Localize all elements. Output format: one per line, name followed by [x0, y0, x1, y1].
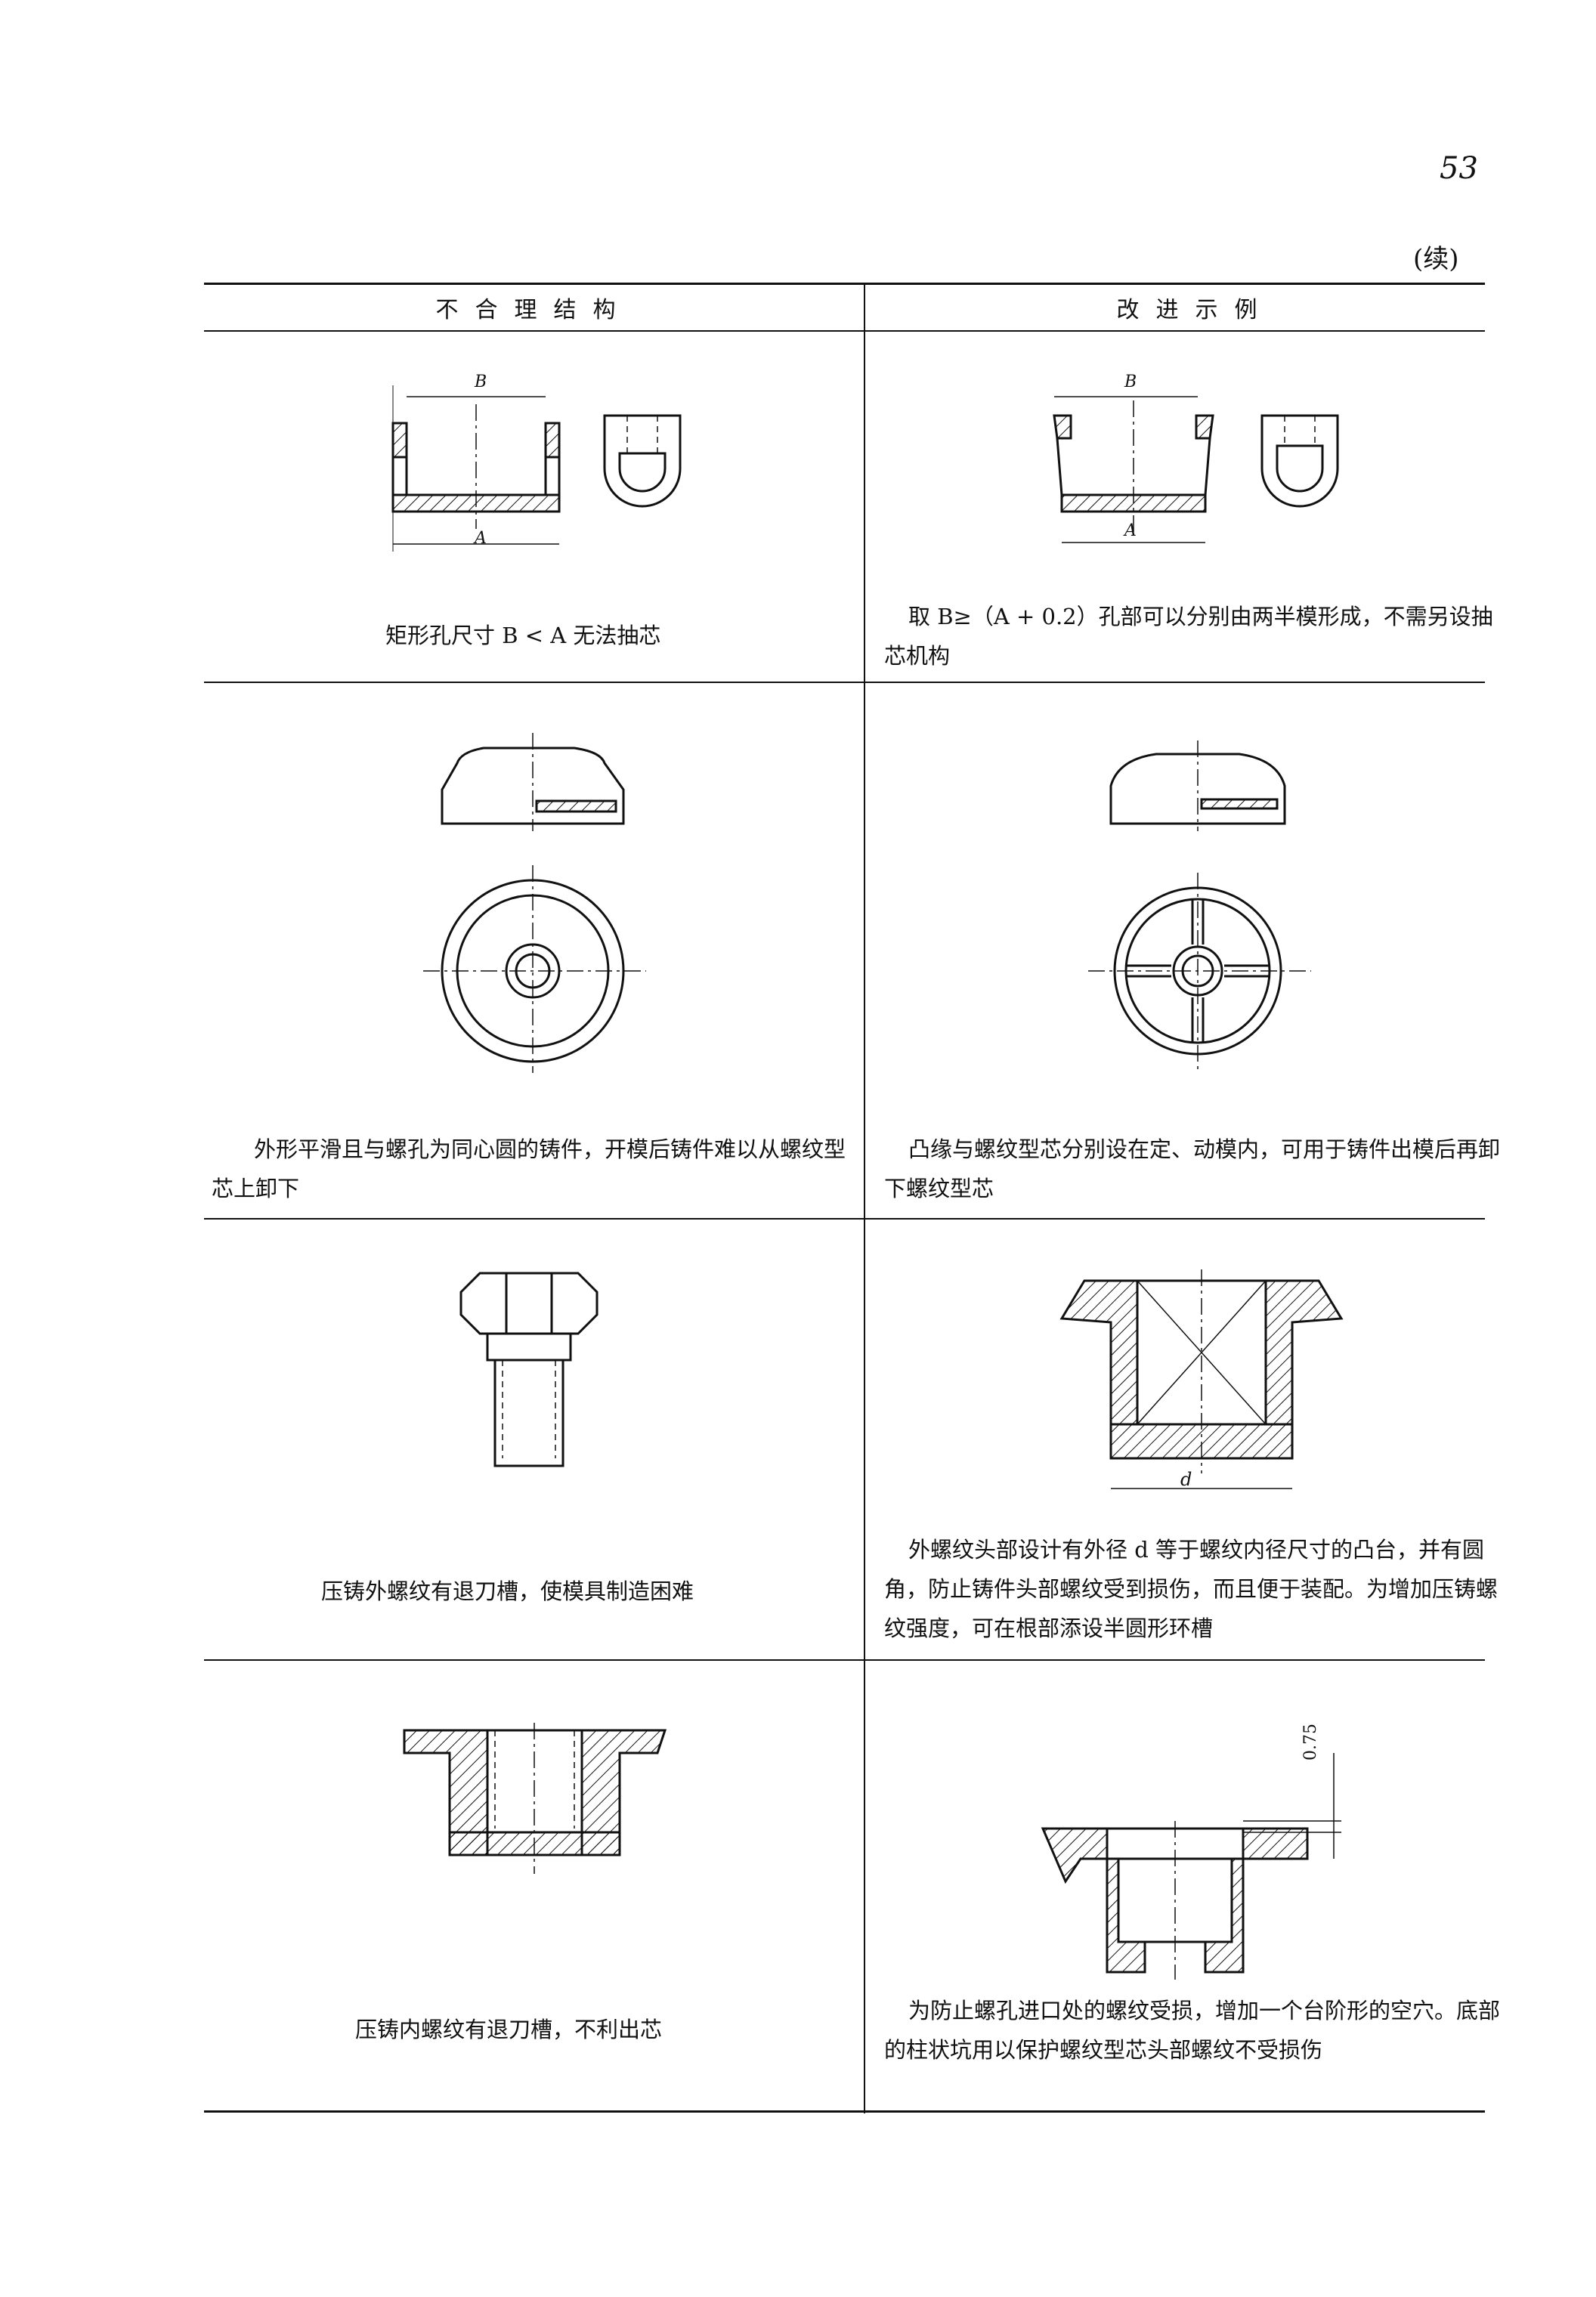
internal-thread-bad-drawing — [403, 1723, 667, 1874]
header-bad-structure: 不合理结构 — [435, 297, 633, 323]
caption-row2-improved: 凸缘与螺纹型芯分别设在定、动模内，可用于铸件出模后再卸下螺纹型芯 — [884, 1136, 1501, 1201]
dim-label-a: A — [1124, 521, 1137, 540]
continued-label: (续) — [1413, 244, 1459, 274]
caption-row1-improved: 取 B≥（A + 0.2）孔部可以分别由两半模形成，不需另设抽芯机构 — [884, 604, 1493, 669]
caption-row2-bad: 外形平滑且与螺孔为同心圆的铸件，开模后铸件难以从螺纹型芯上卸下 — [212, 1136, 846, 1201]
concentric-casting-bad-drawing — [423, 733, 646, 1073]
rect-hole-improved-drawing — [1053, 396, 1339, 543]
row-divider — [204, 1659, 1485, 1661]
dim-label-d: d — [1180, 1469, 1192, 1490]
table-top-rule — [204, 283, 1485, 285]
caption-row4-bad: 压铸内螺纹有退刀槽，不利出芯 — [355, 2017, 663, 2042]
column-divider — [864, 283, 865, 2113]
dim-label-075: 0.75 — [1301, 1724, 1320, 1761]
header-rule — [204, 330, 1485, 332]
dim-label-a: A — [475, 529, 487, 548]
dim-label-b: B — [475, 373, 487, 391]
page-number: 53 — [1440, 151, 1478, 186]
external-thread-bad-drawing — [459, 1272, 598, 1467]
row-divider — [204, 1218, 1485, 1220]
external-thread-improved-drawing — [1059, 1269, 1344, 1489]
row-divider — [204, 682, 1485, 683]
table-bottom-rule — [204, 2110, 1485, 2113]
caption-row3-bad: 压铸外螺纹有退刀槽，使模具制造困难 — [321, 1578, 694, 1604]
caption-row3-improved: 外螺纹头部设计有外径 d 等于螺纹内径尺寸的凸台，并有圆角，防止铸件头部螺纹受到… — [884, 1537, 1499, 1641]
dim-label-b: B — [1124, 373, 1137, 391]
internal-thread-improved-drawing — [1041, 1753, 1341, 1980]
separate-core-improved-drawing — [1088, 740, 1311, 1073]
caption-row4-improved: 为防止螺孔进口处的螺纹受损，增加一个台阶形的空穴。底部的柱状坑用以保护螺纹型芯头… — [884, 1998, 1501, 2063]
caption-row1-bad: 矩形孔尺寸 B < A 无法抽芯 — [385, 623, 661, 648]
header-improved-example: 改进示例 — [1116, 297, 1274, 323]
rect-hole-bad-drawing — [391, 385, 682, 552]
